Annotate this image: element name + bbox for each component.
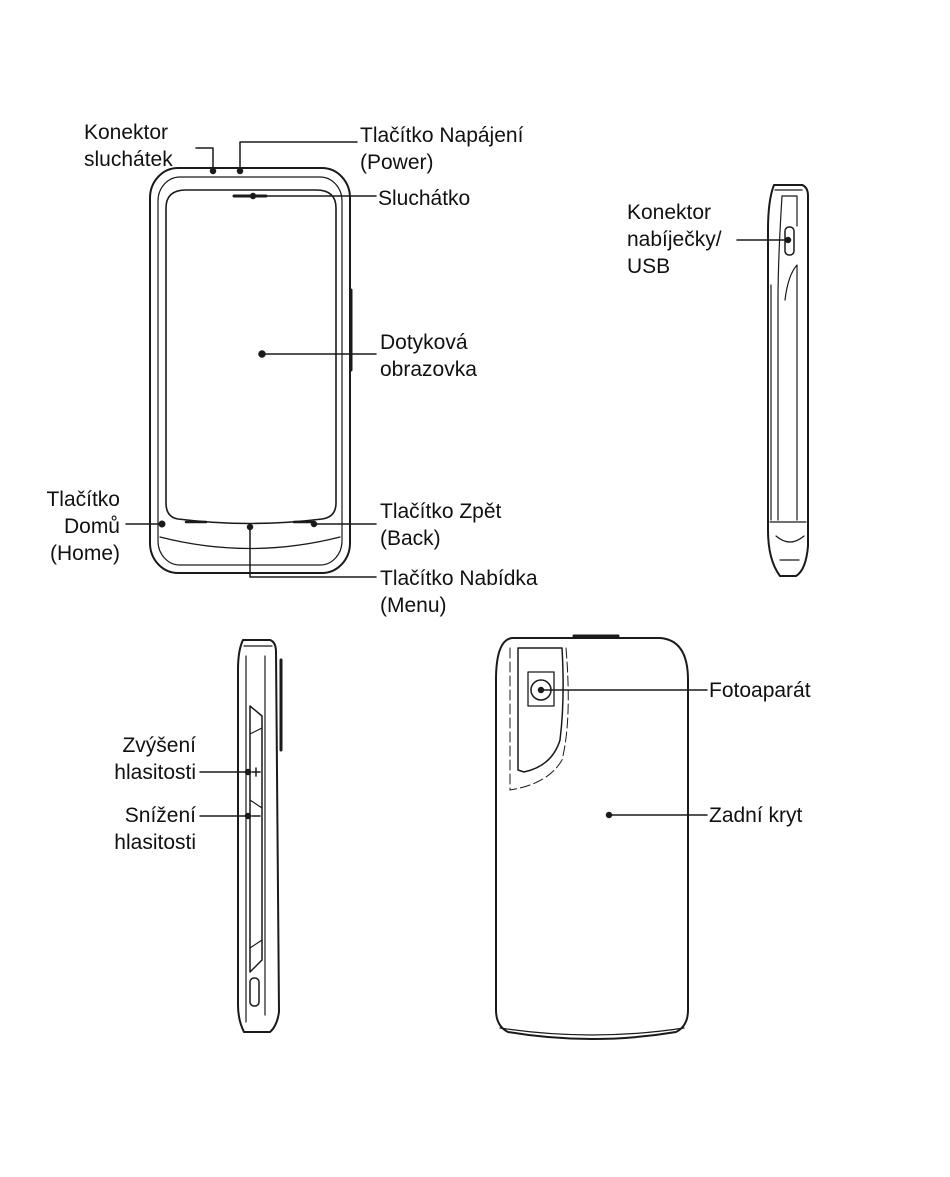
- label-back-cover: Zadní kryt: [709, 802, 802, 829]
- label-home-key: Tlačítko Domů (Home): [20, 486, 120, 567]
- label-camera: Fotoaparát: [709, 677, 811, 704]
- label-volume-up: Zvýšení hlasitosti: [90, 732, 196, 786]
- phone-back-view: [496, 636, 688, 1039]
- front-inner-bezel: [158, 177, 342, 565]
- label-headset-jack: Konektor sluchátek: [84, 119, 173, 173]
- label-earpiece: Sluchátko: [378, 185, 470, 212]
- right-side-outline: [768, 185, 808, 576]
- back-outline: [496, 638, 688, 1039]
- front-screen-outline: [166, 190, 336, 524]
- leader-menu: [250, 527, 376, 577]
- side-port: [250, 978, 259, 1006]
- volume-key: [250, 706, 262, 972]
- phone-side-view-right: [768, 185, 808, 576]
- phone-front-view: [150, 168, 351, 573]
- leader-power: [240, 142, 357, 171]
- label-power-key: Tlačítko Napájení (Power): [360, 122, 523, 176]
- left-side-outline: [238, 640, 279, 1032]
- label-volume-down: Snížení hlasitosti: [90, 802, 196, 856]
- phone-side-view-left: [238, 640, 281, 1032]
- front-outer-body: [150, 168, 350, 573]
- label-menu-key: Tlačítko Nabídka (Menu): [380, 565, 538, 619]
- label-touchscreen: Dotyková obrazovka: [380, 329, 477, 383]
- label-back-key: Tlačítko Zpět (Back): [380, 498, 501, 552]
- label-charger-port: Konektor nabíječky/ USB: [627, 199, 722, 280]
- camera-module: [518, 648, 563, 772]
